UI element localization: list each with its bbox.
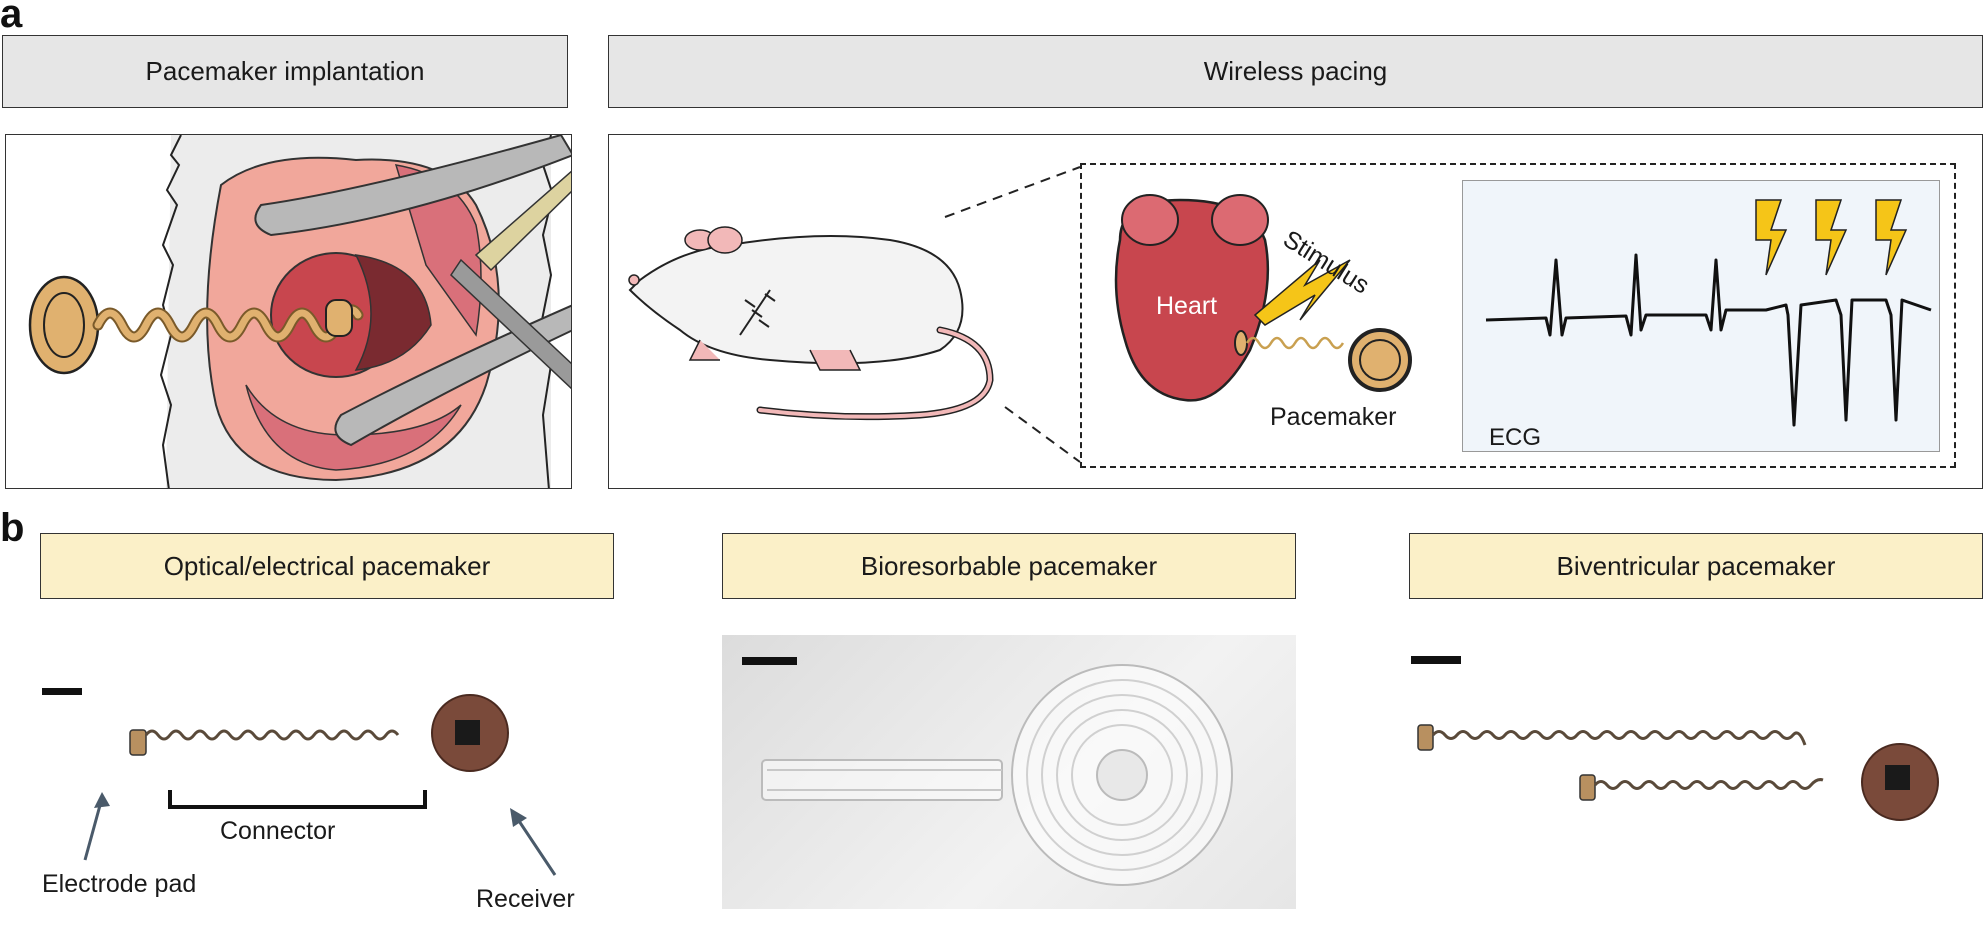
biv-receiver-chip <box>1885 765 1910 790</box>
stimulus-bolt <box>1253 259 1351 326</box>
callout-line-bottom <box>1004 406 1081 463</box>
receiver-label: Receiver <box>476 885 575 913</box>
scale-bar-3 <box>1411 656 1461 664</box>
rat-tail <box>758 328 993 419</box>
optical-electrical-device <box>129 694 509 772</box>
coil-ring-3 <box>1056 709 1188 841</box>
scale-bar-2 <box>742 657 797 665</box>
electrode-pad-part <box>129 729 147 756</box>
connector-serpentine <box>144 729 400 741</box>
retractor-upper <box>254 135 571 237</box>
pacemaker-implantation-title-text: Pacemaker implantation <box>145 56 425 86</box>
heart-pacing-illustration <box>1114 194 1412 402</box>
implantation-drawing <box>28 135 571 488</box>
electrode-pad-label: Electrode pad <box>42 870 197 898</box>
bioresorbable-device <box>761 664 1233 886</box>
rat-body <box>628 235 964 365</box>
rat-nose <box>628 274 640 286</box>
receiver-coil <box>28 275 100 375</box>
stimulus-bolt-3 <box>1875 199 1908 276</box>
rat-hind-paw <box>809 349 862 371</box>
zoom-box <box>1080 163 1956 468</box>
skin-edge-right <box>539 135 555 488</box>
heart-atrium-right <box>1211 194 1269 246</box>
receiver-arrow-line <box>513 814 557 876</box>
receiver-arrowhead <box>510 808 527 827</box>
receiver-coil-inner <box>43 292 85 358</box>
bioresorbable-title: Bioresorbable pacemaker <box>722 533 1296 599</box>
biventricular-device <box>1417 724 1939 821</box>
coil-ring-4 <box>1071 724 1173 826</box>
biventricular-title-text: Biventricular pacemaker <box>1556 550 1836 581</box>
implantation-illustration <box>5 134 572 489</box>
coil-ring-2 <box>1041 694 1203 856</box>
scale-bar-1 <box>42 688 82 695</box>
coil-ring-1 <box>1026 679 1218 871</box>
wireless-pacing-title: Wireless pacing <box>608 35 1983 108</box>
ecg-waveform <box>1485 253 1932 427</box>
tissue-fold <box>245 384 462 471</box>
callout-lines <box>944 166 1081 463</box>
heart-atrium-left <box>1121 194 1179 246</box>
cavity-shadow <box>354 254 432 371</box>
biv-electrode-pad-1 <box>1417 724 1434 751</box>
connector-bracket <box>168 790 427 809</box>
pacing-lead <box>1245 336 1345 350</box>
pacemaker-label: Pacemaker <box>1270 403 1397 431</box>
pacemaker-implantation-title: Pacemaker implantation <box>2 35 568 108</box>
biv-electrode-pad-2 <box>1579 774 1596 801</box>
forceps-gray <box>450 258 571 390</box>
forceps-tan <box>474 170 571 272</box>
electrode-pad-arrowhead <box>94 792 110 808</box>
bioresorbable-title-text: Bioresorbable pacemaker <box>860 550 1158 581</box>
electrode-tip <box>325 299 353 337</box>
optical-electrical-title-text: Optical/electrical pacemaker <box>163 550 491 581</box>
biventricular-title: Biventricular pacemaker <box>1409 533 1983 599</box>
stimulus-bolt-2 <box>1815 199 1848 276</box>
stimulus-bolt-1 <box>1755 199 1788 276</box>
heart-shape <box>1114 198 1270 402</box>
electrode-pad-arrow <box>83 797 104 861</box>
pacemaker-device-inner <box>1359 339 1401 381</box>
ecg-trace <box>1485 199 1932 427</box>
skin-edge-left <box>159 135 182 488</box>
rat-illustration <box>628 226 994 421</box>
pacemaker-device <box>1348 328 1412 392</box>
bioresorbable-lead <box>761 759 1003 801</box>
callout-line-top <box>944 166 1081 218</box>
retractor-lower <box>334 304 571 447</box>
rat-front-paw <box>688 339 720 361</box>
lead-tip <box>1234 330 1248 356</box>
connector-label: Connector <box>220 817 336 845</box>
receiver-chip <box>455 720 480 745</box>
serpentine-lead <box>94 306 362 341</box>
panel-letter-a: a <box>0 0 23 36</box>
heart-label: Heart <box>1156 292 1218 320</box>
rat-ear <box>707 226 743 254</box>
biv-serpentine-2 <box>1593 778 1824 790</box>
biv-serpentine-1 <box>1431 730 1807 746</box>
optical-electrical-title: Optical/electrical pacemaker <box>40 533 614 599</box>
annotation-arrows <box>83 790 427 861</box>
panel-letter-b: b <box>0 506 25 550</box>
coil-center <box>1096 749 1148 801</box>
receiver-arrow <box>510 808 557 876</box>
rat-suture <box>739 289 776 336</box>
ecg-label: ECG <box>1489 424 1542 451</box>
wireless-pacing-title-text: Wireless pacing <box>1203 56 1388 86</box>
